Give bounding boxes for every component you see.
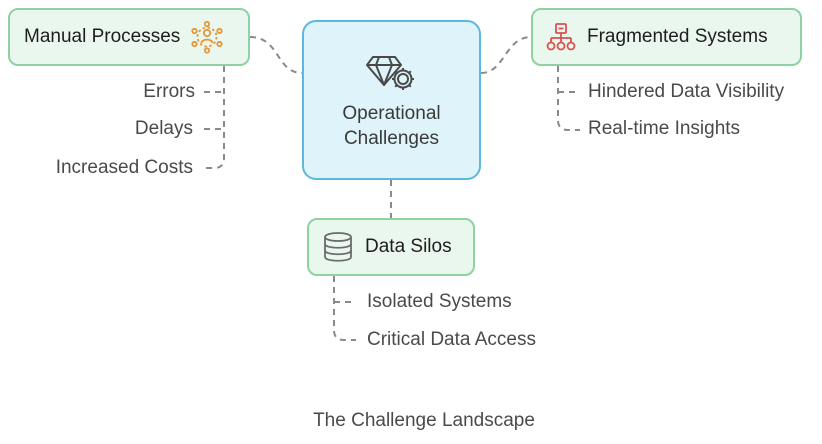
manual-item-increased-costs: Increased Costs [55, 157, 193, 178]
manual-item-errors: Errors [143, 81, 195, 102]
fragmented-item-real-time-insights: Real-time Insights [588, 118, 741, 139]
manual-processes-node: Manual Processes [8, 8, 250, 66]
manual-item-delays: Delays [134, 118, 193, 139]
org-chart-icon [545, 21, 577, 53]
data-silos-node: Data Silos [307, 218, 475, 276]
connector-manual-leaves [204, 66, 225, 169]
operational-challenges-node: Operational Challenges [302, 20, 481, 180]
data-silos-label: Data Silos [365, 236, 452, 257]
connector-manual-center [249, 36, 303, 74]
silos-item-critical-data-access: Critical Data Access [367, 329, 536, 350]
people-network-icon [190, 20, 224, 54]
gem-gear-icon [365, 49, 419, 95]
fragmented-systems-label: Fragmented Systems [587, 26, 768, 47]
fragmented-item-hindered-data-visibility: Hindered Data Visibility [588, 81, 785, 102]
fragmented-systems-node: Fragmented Systems [531, 8, 802, 66]
connector-fragmented-leaves [557, 66, 580, 131]
diagram-caption: The Challenge Landscape [313, 410, 535, 431]
manual-processes-label: Manual Processes [24, 26, 181, 47]
connector-center-fragmented [480, 36, 532, 74]
connector-silos-leaves [333, 276, 356, 341]
database-icon [321, 230, 355, 264]
operational-challenges-label: Operational Challenges [342, 103, 441, 149]
silos-item-isolated-systems: Isolated Systems [367, 291, 512, 312]
